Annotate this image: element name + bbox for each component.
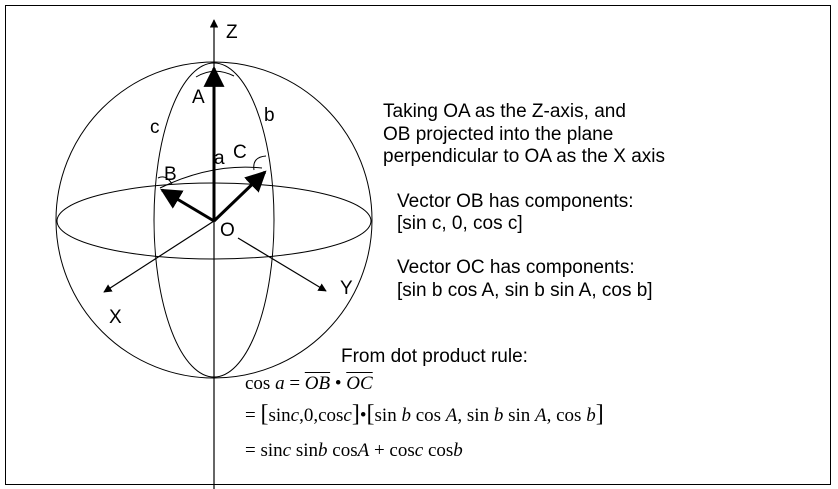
- oc-title: Vector OC has components:: [397, 257, 635, 278]
- eq3-var-c2: c: [414, 440, 424, 461]
- eq2-var-c2: c: [343, 405, 352, 426]
- eq2-var-a2: A: [535, 405, 547, 426]
- eq2-var-c1: c: [290, 405, 300, 426]
- eq3-var-b2: b: [453, 440, 463, 461]
- side-label-b: b: [264, 105, 275, 126]
- origin-label: O: [220, 220, 235, 241]
- angle-label-c: C: [233, 142, 247, 163]
- note-line-1: Taking OA as the Z-axis, and: [383, 101, 626, 122]
- equation-line-1: cos a = OB • OC: [245, 373, 373, 395]
- eq2-var-b1: b: [401, 405, 411, 426]
- eq2-r1: sin: [374, 405, 402, 426]
- oc-value: [sin b cos A, sin b sin A, cos b]: [397, 280, 653, 301]
- eq2-r5: , cos: [546, 405, 587, 426]
- angle-label-a: A: [192, 87, 205, 108]
- eq2-bracket-open: [: [260, 401, 269, 427]
- eq1-var-a: a: [275, 373, 285, 394]
- side-label-c: c: [150, 117, 160, 138]
- eq2-bracket-close-2: ]: [595, 401, 604, 427]
- eq2-sin: sin: [268, 405, 291, 426]
- angle-b-arc: [157, 176, 173, 185]
- eq3-var-b1: b: [318, 440, 328, 461]
- eq1-dot: •: [330, 373, 347, 394]
- angle-c-arc: [253, 155, 267, 171]
- figure-frame: [5, 5, 831, 485]
- eq2-r4: sin: [503, 405, 536, 426]
- eq2-equals: =: [245, 405, 261, 426]
- eq3-cos: cos: [327, 440, 358, 461]
- equation-line-3: = sinc sinb cosA + cosc cosb: [245, 440, 463, 462]
- eq3-sin: sin: [291, 440, 319, 461]
- x-axis: [103, 220, 215, 293]
- angle-label-b: B: [164, 164, 177, 185]
- eq1-cos: cos: [245, 373, 271, 394]
- side-label-a: a: [214, 148, 225, 169]
- eq3-var-a: A: [357, 440, 370, 461]
- eq2-r3: , sin: [457, 405, 494, 426]
- eq2-var-b2: b: [493, 405, 504, 426]
- eq3-plus-cos: + cos: [369, 440, 415, 461]
- eq2-r2: cos: [410, 405, 446, 426]
- eq1-vector-oc: OC: [346, 373, 373, 394]
- eq1-equals: =: [284, 373, 305, 394]
- eq2-dot: •: [359, 405, 367, 426]
- axis-label-y: Y: [340, 278, 353, 299]
- vector-ob: [160, 188, 215, 223]
- axis-label-x: X: [109, 307, 122, 328]
- eq1-vector-ob: OB: [304, 373, 331, 394]
- eq2-var-b3: b: [586, 405, 596, 426]
- eq2-var-a1: A: [445, 405, 458, 426]
- eq2-mid: ,0,cos: [299, 405, 344, 426]
- note-line-2: OB projected into the plane: [383, 124, 614, 145]
- eq3-cos-2: cos: [423, 440, 454, 461]
- dot-product-title: From dot product rule:: [341, 346, 528, 367]
- eq3-var-c1: c: [282, 440, 292, 461]
- eq2-bracket-open-2: [: [366, 401, 375, 427]
- note-line-3: perpendicular to OA as the X axis: [383, 146, 665, 167]
- eq2-bracket-close: ]: [351, 401, 360, 427]
- equation-line-2: = [sinc,0,cosc]•[sin b cos A, sin b sin …: [245, 402, 604, 427]
- ob-value: [sin c, 0, cos c]: [397, 213, 523, 234]
- vector-oc: [212, 170, 267, 223]
- eq3-start: = sin: [245, 440, 283, 461]
- ob-title: Vector OB has components:: [397, 191, 634, 212]
- y-axis: [237, 237, 327, 292]
- axis-label-z: Z: [226, 22, 238, 43]
- angle-a-arc: [195, 70, 235, 78]
